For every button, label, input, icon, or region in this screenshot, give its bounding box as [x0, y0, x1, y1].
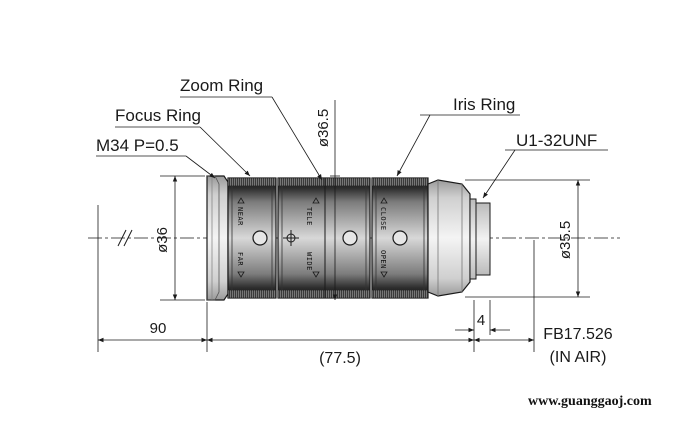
front-mount — [206, 175, 229, 301]
ring-label-tele: TELE — [305, 207, 313, 226]
callout-leaders — [96, 96, 608, 199]
callout-mount-thread: M34 P=0.5 — [96, 136, 179, 155]
ring-label-wide: WIDE — [305, 252, 313, 271]
watermark: www.guanggaoj.com — [528, 394, 652, 409]
dim-front-diameter-lines — [160, 175, 205, 301]
dim-flange-back-note: (IN AIR) — [550, 349, 607, 366]
ring-label-open: OPEN — [379, 250, 387, 269]
focus-ring — [227, 177, 277, 299]
callout-focus-ring: Focus Ring — [115, 106, 201, 125]
dim-front-diameter: ø36 — [154, 227, 171, 253]
ring-label-close: CLOSE — [379, 207, 387, 231]
callout-iris-ring: Iris Ring — [453, 95, 515, 114]
dim-horizontal-lines — [97, 205, 535, 352]
ring-label-near: NEAR — [236, 207, 244, 226]
dim-ring-diameter: ø36.5 — [315, 109, 332, 147]
dim-ring-diameter-lines — [330, 100, 340, 300]
dim-body-length: (77.5) — [319, 350, 361, 367]
ring-marking-triangles — [237, 197, 388, 278]
dim-working-distance: 90 — [150, 320, 167, 337]
rear-body — [427, 179, 491, 297]
dim-rear-step: 4 — [477, 312, 485, 329]
ring-label-far: FAR — [236, 252, 244, 266]
callout-filter-thread: U1-32UNF — [516, 131, 597, 150]
zoom-index-mark — [283, 230, 299, 246]
dim-rear-diameter-lines — [465, 179, 590, 298]
axis-break-mark — [117, 229, 133, 247]
dim-rear-diameter: ø35.5 — [557, 221, 574, 259]
lock-screws — [252, 230, 408, 246]
dim-flange-back: FB17.526 — [543, 326, 612, 343]
callout-zoom-ring: Zoom Ring — [180, 76, 263, 95]
